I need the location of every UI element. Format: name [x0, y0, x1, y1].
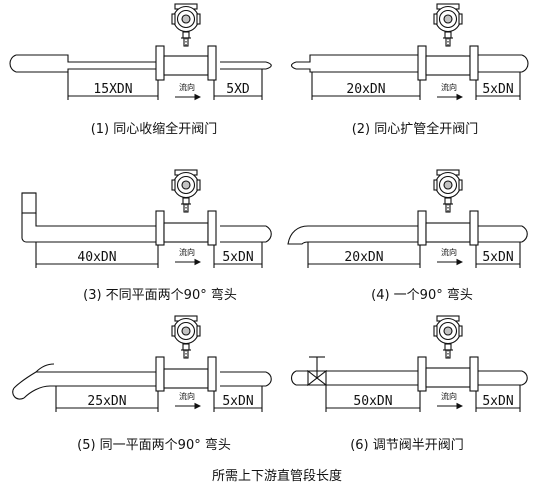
panel-3-downstream-length: 5xDN	[222, 250, 253, 265]
panel-1-upstream-length: 15XDN	[93, 82, 132, 97]
panel-4-upstream-length: 20xDN	[344, 250, 383, 265]
panel-4-flow-label: 流向	[441, 247, 457, 257]
panel-2-caption: (2) 同心扩管全开阀门	[352, 121, 479, 137]
panel-1-diagram	[9, 3, 272, 101]
panel-2-diagram	[290, 3, 529, 101]
panel-2-upstream-length: 20xDN	[346, 82, 385, 97]
panel-5-downstream-length: 5xDN	[222, 394, 253, 409]
panel-6-caption: (6) 调节阀半开阀门	[350, 438, 464, 453]
panel-6-upstream-length: 50xDN	[353, 394, 392, 409]
panel-2-downstream-length: 5xDN	[482, 82, 513, 97]
panel-3-diagram	[21, 169, 272, 268]
panel-2-flow-label: 流向	[441, 82, 457, 92]
panel-1-caption: (1) 同心收缩全开阀门	[91, 121, 218, 137]
panel-5-upstream-length: 25xDN	[87, 394, 126, 409]
panel-3-flow-label: 流向	[179, 247, 195, 257]
panel-1-flow-label: 流向	[179, 82, 195, 92]
figure-title: 所需上下游直管段长度	[212, 468, 342, 484]
panel-3-caption: (3) 不同平面两个90° 弯头	[83, 287, 237, 303]
panel-5-flow-label: 流向	[179, 391, 195, 401]
panel-5-caption: (5) 同一平面两个90° 弯头	[77, 437, 231, 453]
panel-1-downstream-length: 5XD	[226, 82, 250, 97]
panel-6-downstream-length: 5xDN	[482, 394, 513, 409]
panel-4-caption: (4) 一个90° 弯头	[371, 287, 473, 303]
panel-4-diagram	[287, 169, 528, 268]
panel-6-flow-label: 流向	[441, 391, 457, 401]
panel-3-upstream-length: 40xDN	[77, 250, 116, 265]
panel-5-diagram	[12, 315, 272, 412]
panel-4-downstream-length: 5xDN	[482, 250, 513, 265]
panel-6-diagram	[290, 315, 528, 412]
